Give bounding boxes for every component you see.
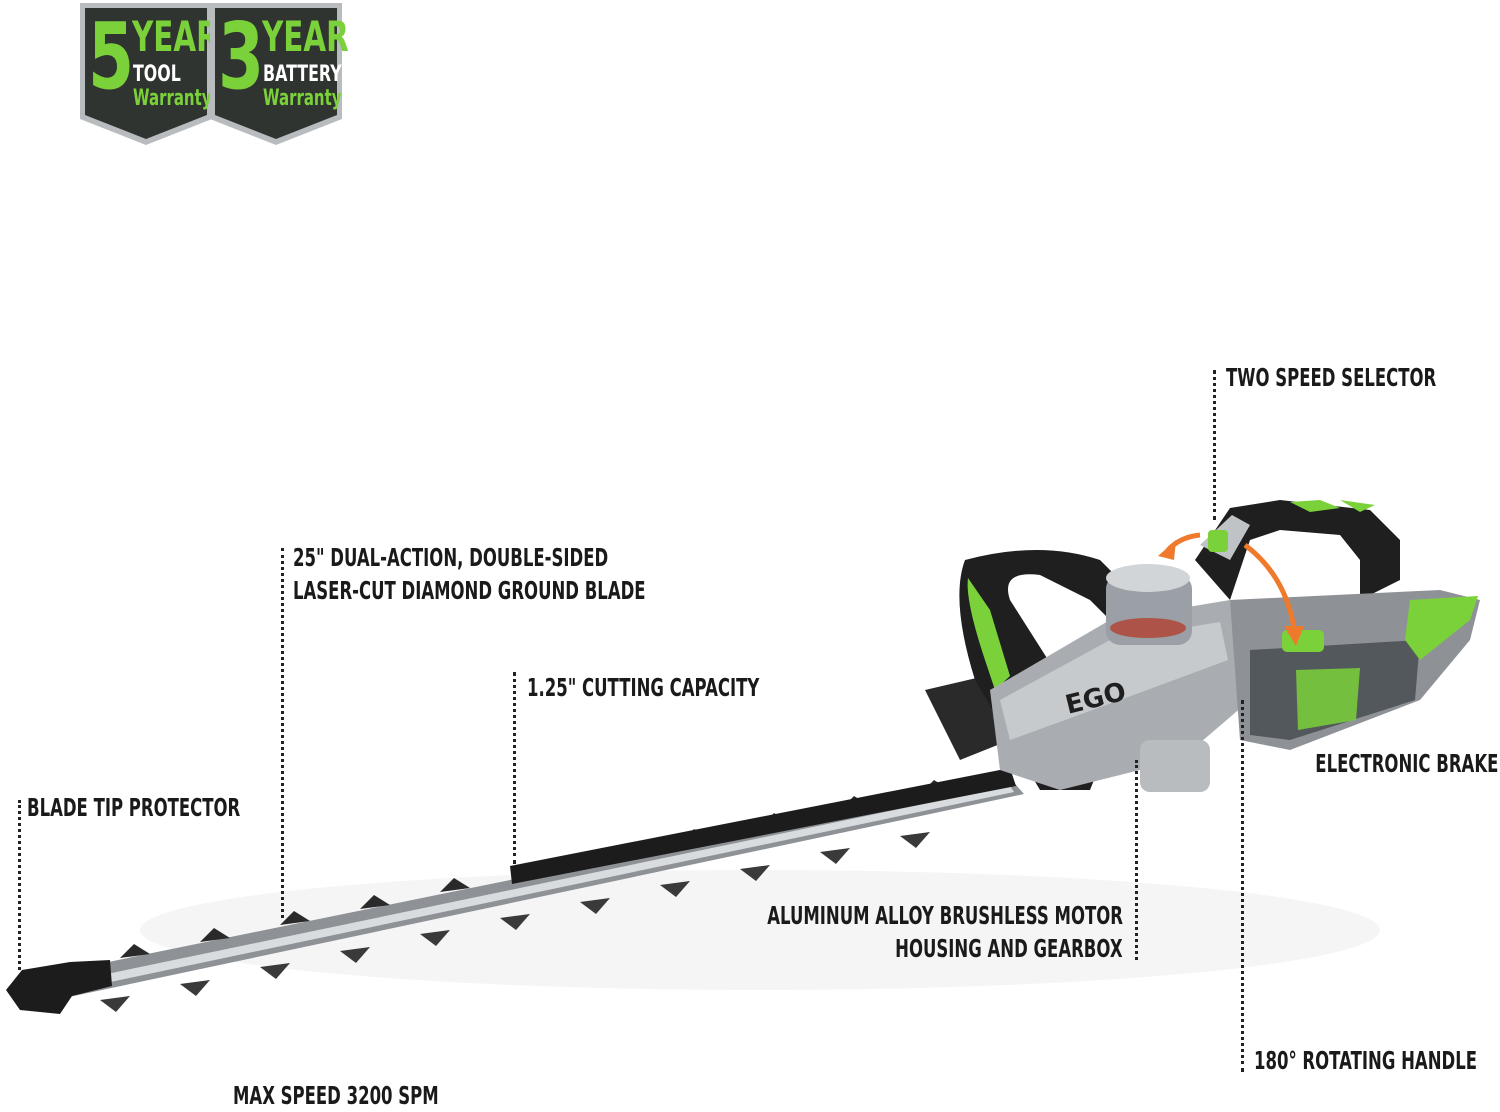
electronic-brake-label: ELECTRONIC BRAKE [1314, 749, 1498, 778]
capacity-leader-line [513, 672, 516, 864]
tool-warranty-badge: 5 YEAR TOOL Warranty [80, 3, 219, 145]
blade-assembly [6, 768, 1024, 1014]
two-speed-leader-line [1213, 370, 1216, 520]
two-speed-selector-label: TWO SPEED SELECTOR [1226, 363, 1437, 392]
rotating-handle-leader-line [1241, 700, 1244, 1072]
blade-tip-protector [6, 960, 112, 1014]
blade-top-rail [510, 768, 1016, 884]
rotating-handle-label: 180° ROTATING HANDLE [1254, 1046, 1477, 1075]
blade-label-line1: 25" DUAL-ACTION, DOUBLE-SIDED [293, 543, 609, 572]
battery-warranty-badge: 3 YEAR BATTERY Warranty [210, 3, 349, 145]
arrow-head-down [1284, 626, 1304, 646]
blade-teeth-lower [100, 832, 930, 1012]
motor-housing-label-line2: HOUSING AND GEARBOX [895, 934, 1123, 963]
tool-warranty-number: 5 [88, 3, 134, 110]
battery-warranty-type: BATTERY [263, 62, 342, 87]
cutting-capacity-label: 1.25" CUTTING CAPACITY [527, 673, 760, 702]
tool-warranty-type: TOOL [133, 62, 181, 87]
gearbox-dome [1106, 564, 1210, 792]
tool-warranty-year: YEAR [132, 12, 219, 61]
blade-leader-line [281, 548, 284, 918]
motor-leader-line [1135, 760, 1138, 960]
battery-pack [1230, 590, 1480, 750]
arrow-head-left [1158, 540, 1176, 560]
warranty-badges: 5 YEAR TOOL Warranty 3 YEAR BATTERY Warr… [80, 3, 349, 145]
badge-shield-shape [80, 3, 212, 145]
blade-label-line2: LASER-CUT DIAMOND GROUND BLADE [293, 576, 646, 605]
blade-tip-protector-label: BLADE TIP PROTECTOR [27, 793, 241, 822]
trigger-button [1282, 630, 1324, 652]
max-speed-label: MAX SPEED 3200 SPM [233, 1081, 439, 1110]
rear-handle [1195, 500, 1400, 600]
battery-warranty-year: YEAR [262, 12, 349, 61]
tool-warranty-word: Warranty [133, 86, 212, 111]
tip-protector-leader-line [18, 800, 21, 970]
battery-warranty-word: Warranty [263, 86, 342, 111]
motor-housing-label-line1: ALUMINUM ALLOY BRUSHLESS MOTOR [767, 901, 1123, 930]
battery-warranty-number: 3 [218, 3, 264, 110]
blade-highlight [30, 786, 1014, 998]
speed-selector-button [1208, 530, 1228, 552]
badge-shield-shape [210, 3, 342, 145]
